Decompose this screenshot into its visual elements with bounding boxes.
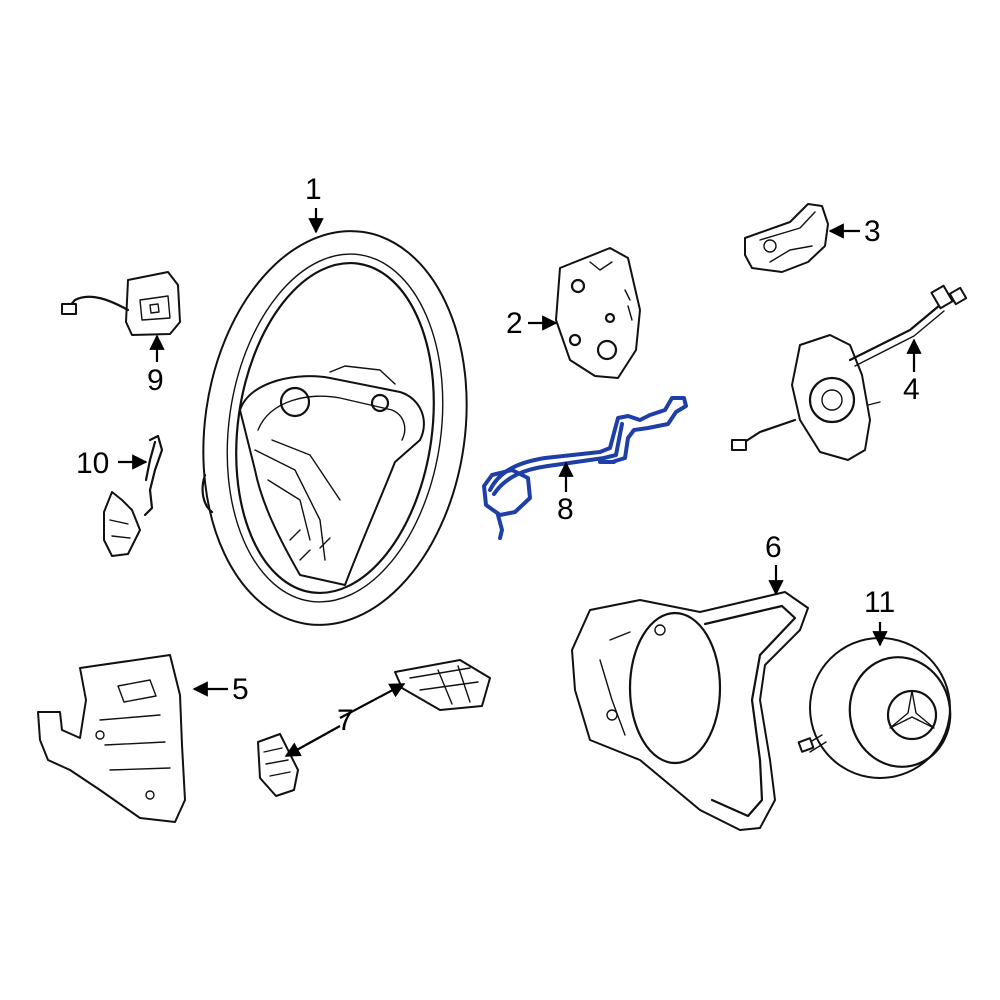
steering-wheel-part[interactable] — [179, 214, 492, 642]
switch-harness-part[interactable] — [61, 271, 181, 336]
callout-1: 1 — [305, 173, 322, 206]
wiring-harness-part[interactable] — [482, 396, 688, 540]
callout-5: 5 — [232, 673, 249, 706]
leader-arrows — [118, 208, 922, 757]
bracket-plate-part[interactable] — [555, 247, 641, 379]
callout-6: 6 — [765, 531, 782, 564]
callout-4: 4 — [903, 373, 920, 406]
callout-8: 8 — [557, 493, 574, 526]
airbag-module-part[interactable] — [797, 625, 963, 791]
lower-trim-cover-part[interactable] — [37, 654, 186, 823]
callout-9: 9 — [147, 364, 164, 397]
arrow-7b — [284, 725, 341, 757]
callout-7: 7 — [337, 704, 354, 737]
small-module-part[interactable] — [744, 203, 829, 273]
switch-panel-parts[interactable] — [257, 659, 491, 797]
callout-10: 10 — [76, 447, 110, 480]
callout-3: 3 — [864, 215, 881, 248]
paddle-switch-part[interactable] — [103, 434, 164, 557]
callout-11: 11 — [864, 586, 896, 619]
callout-2: 2 — [506, 307, 523, 340]
arrow-7a — [339, 683, 406, 719]
trim-bezel-part[interactable] — [571, 591, 809, 831]
clock-spring-part[interactable] — [731, 284, 968, 461]
